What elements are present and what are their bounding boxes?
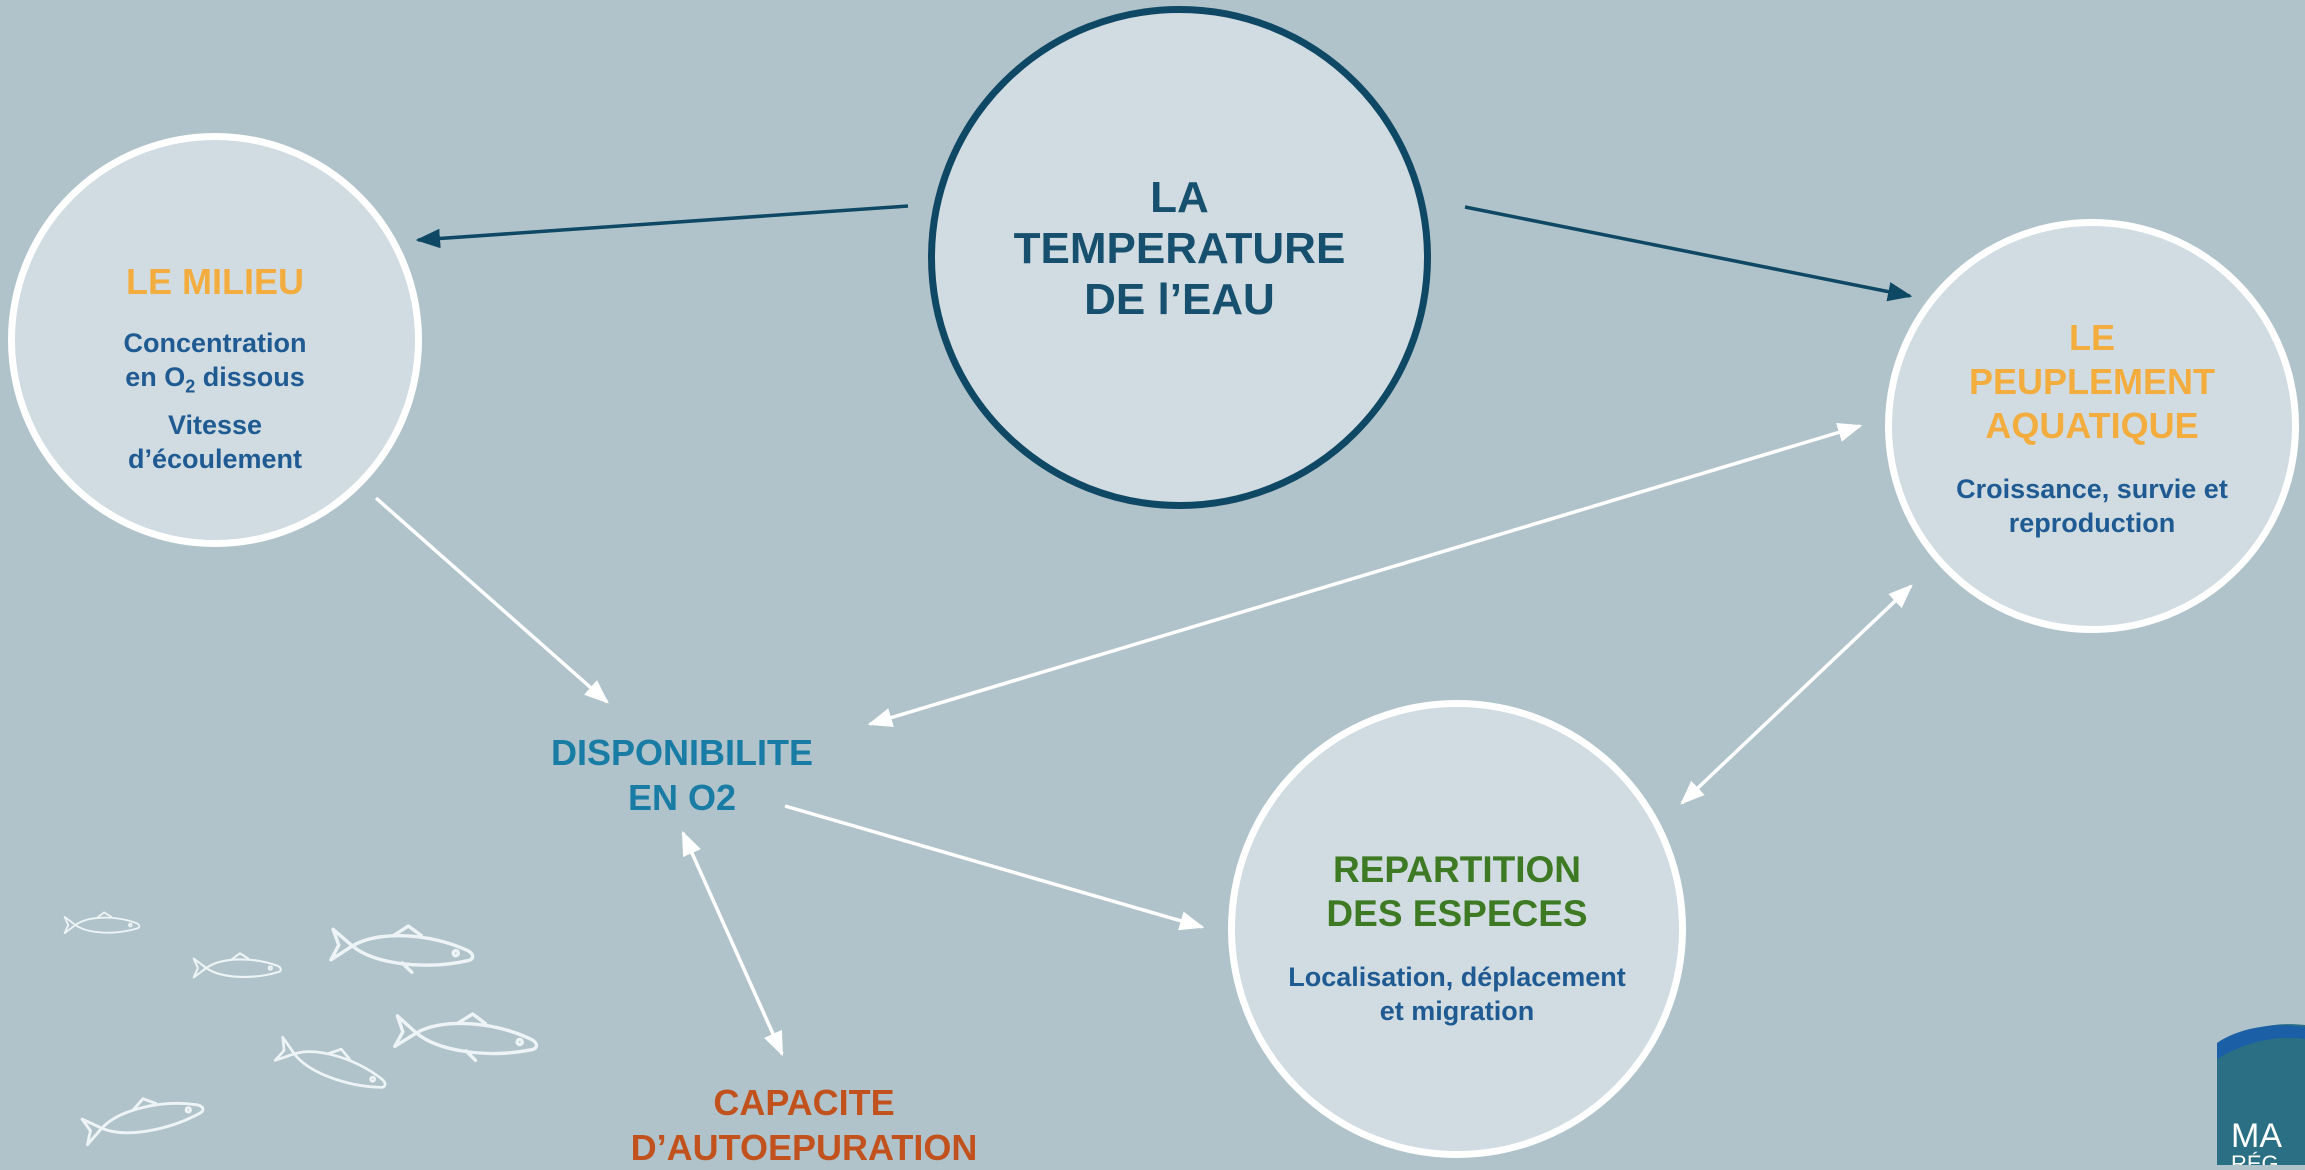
- arrow-oxygen-peuplement: [867, 422, 1863, 728]
- arrow-oxygen-to-repartition: [784, 804, 1205, 931]
- milieu-flow-speed: Vitesse d’écoulement: [127, 410, 303, 474]
- region-logo: MA RÉG: [2217, 1021, 2305, 1165]
- arrow-repartition-peuplement: [1680, 584, 1913, 805]
- svg-text:RÉG: RÉG: [2231, 1151, 2279, 1165]
- repartition-description: Localisation, déplacement et migration: [1288, 962, 1626, 1026]
- arrow-oxygen-autoepuration: [681, 830, 784, 1057]
- peuplement-title: LE PEUPLEMENT AQUATIQUE: [1968, 317, 2216, 446]
- autoepuration-label: CAPACITE D’AUTOEPURATION: [630, 1082, 978, 1168]
- repartition-title: REPARTITION DES ESPECES: [1326, 849, 1588, 934]
- svg-text:MA: MA: [2231, 1117, 2282, 1155]
- temperature-title: LA TEMPERATURE DE l’EAU: [1013, 173, 1346, 324]
- arrow-milieu-to-oxygen: [374, 496, 609, 704]
- repartition-node: [1228, 700, 1686, 1158]
- milieu-node: [8, 133, 422, 547]
- peuplement-description: Croissance, survie et reproduction: [1956, 474, 2228, 538]
- fish-illustration: [63, 911, 539, 1147]
- oxygen-availability-label: DISPONIBILITE EN O2: [550, 732, 814, 818]
- temperature-node: [928, 6, 1431, 509]
- peuplement-node: [1885, 219, 2299, 633]
- milieu-title: LE MILIEU: [126, 261, 304, 302]
- arrow-temperature-to-peuplement: [1464, 205, 1913, 302]
- milieu-oxygen-concentration: Concentration en O2 dissous: [123, 328, 307, 397]
- arrow-temperature-to-milieu: [415, 204, 909, 249]
